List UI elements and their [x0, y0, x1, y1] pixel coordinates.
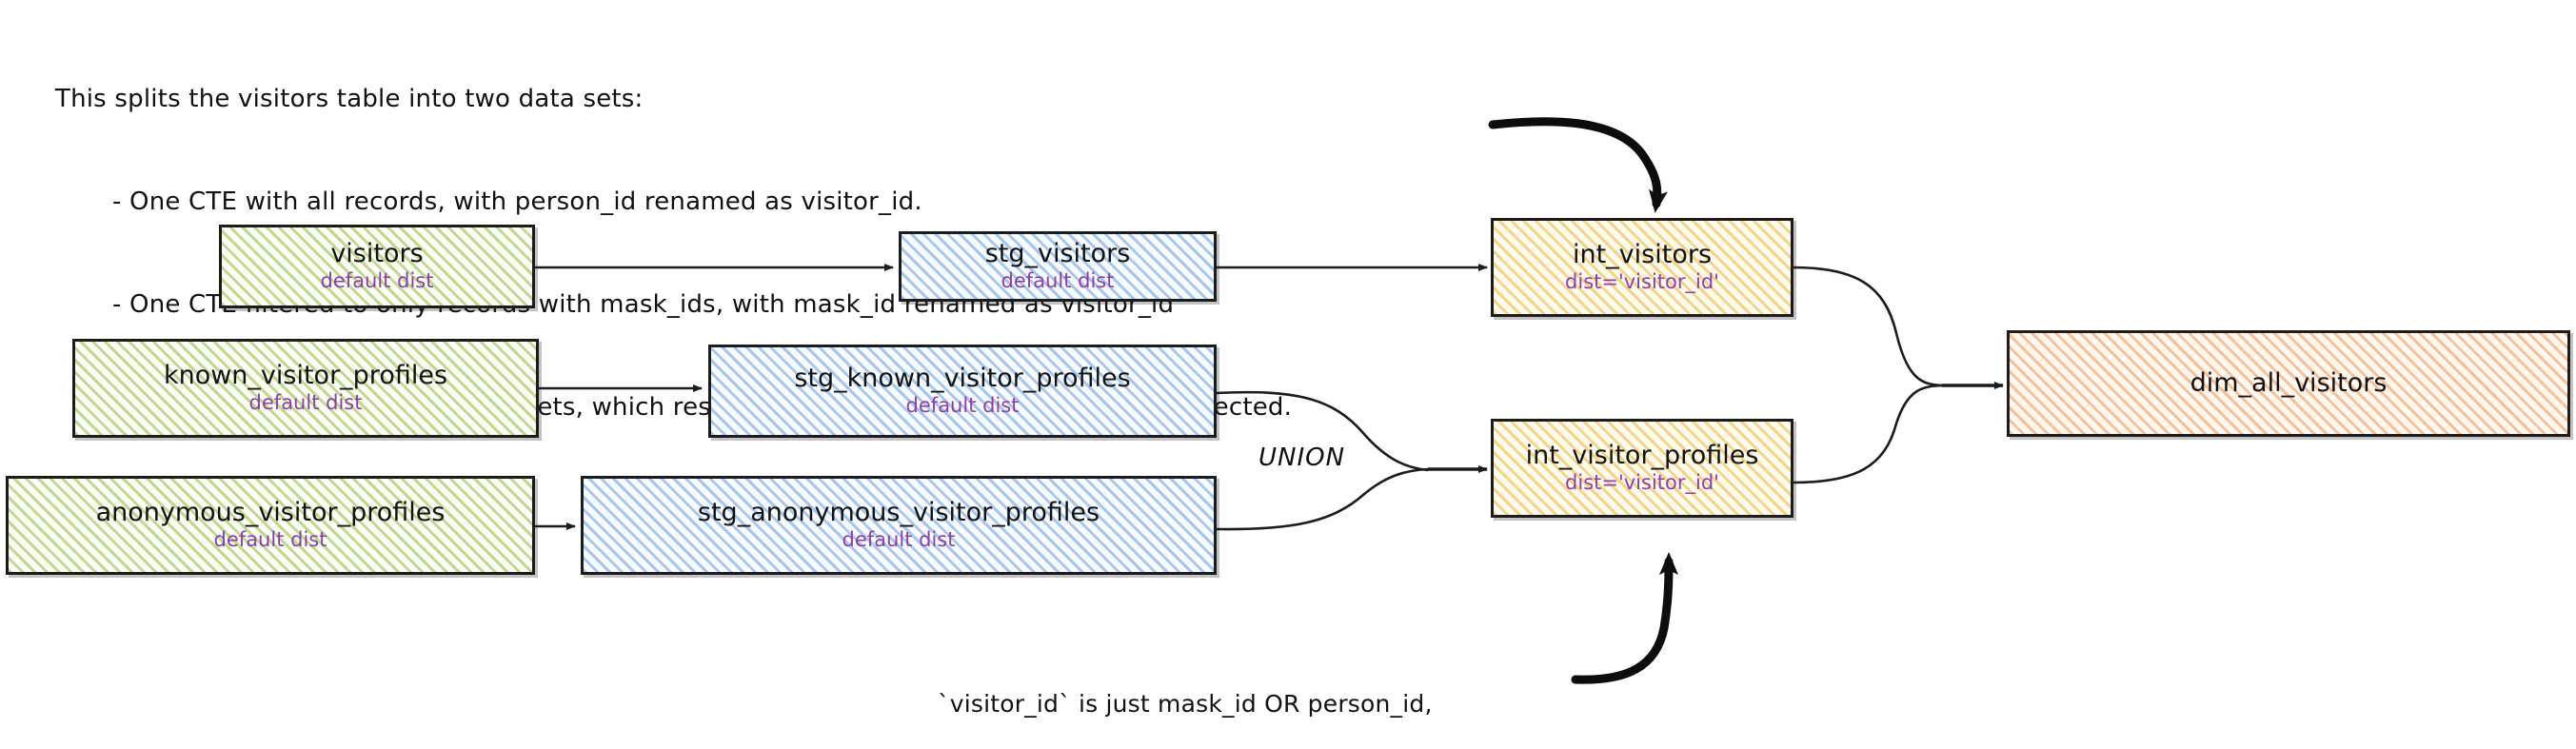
bottom-note-line-1: `visitor_id` is just mask_id OR person_i… [938, 690, 1433, 718]
node-stg-known-visitor-profiles-subtitle: default dist [905, 394, 1020, 418]
node-int-visitors-subtitle: dist='visitor_id' [1565, 270, 1719, 294]
node-stg-visitors[interactable]: stg_visitors default dist [899, 231, 1217, 302]
intro-note-heading: This splits the visitors table into two … [55, 85, 644, 113]
node-stg-visitors-title: stg_visitors [984, 238, 1131, 268]
intro-note-bullet-1: - One CTE with all records, with person_… [112, 187, 922, 216]
node-visitors-title: visitors [330, 238, 424, 268]
node-anonymous-visitor-profiles-subtitle: default dist [213, 528, 327, 552]
node-stg-known-visitor-profiles-title: stg_known_visitor_profiles [794, 363, 1131, 393]
node-stg-known-visitor-profiles[interactable]: stg_known_visitor_profiles default dist [708, 345, 1217, 438]
node-int-visitors[interactable]: int_visitors dist='visitor_id' [1491, 218, 1793, 317]
node-dim-all-visitors-title: dim_all_visitors [2190, 367, 2388, 398]
node-anonymous-visitor-profiles[interactable]: anonymous_visitor_profiles default dist [6, 476, 535, 575]
annotation-arrow-bottom [1571, 552, 1678, 684]
bottom-note: `visitor_id` is just mask_id OR person_i… [938, 623, 1497, 749]
node-int-visitor-profiles[interactable]: int_visitor_profiles dist='visitor_id' [1491, 419, 1793, 518]
node-int-visitors-title: int_visitors [1572, 239, 1713, 269]
node-stg-visitors-subtitle: default dist [1001, 269, 1115, 293]
node-visitors-subtitle: default dist [320, 269, 434, 293]
node-visitors[interactable]: visitors default dist [219, 225, 535, 308]
annotation-arrow-top [1488, 117, 1668, 213]
edge-int-visitors-to-dim [1793, 266, 1943, 387]
node-stg-anonymous-visitor-profiles-title: stg_anonymous_visitor_profiles [697, 497, 1100, 527]
node-stg-anonymous-visitor-profiles-subtitle: default dist [842, 528, 956, 552]
node-known-visitor-profiles-subtitle: default dist [248, 391, 363, 415]
edge-int-visitor-profiles-to-dim [1793, 384, 1943, 484]
node-stg-anonymous-visitor-profiles[interactable]: stg_anonymous_visitor_profiles default d… [581, 476, 1217, 575]
node-known-visitor-profiles[interactable]: known_visitor_profiles default dist [72, 339, 539, 438]
node-known-visitor-profiles-title: known_visitor_profiles [163, 360, 448, 390]
node-dim-all-visitors[interactable]: dim_all_visitors [2007, 330, 2570, 437]
edge-label-union: UNION [1258, 443, 1346, 472]
node-anonymous-visitor-profiles-title: anonymous_visitor_profiles [95, 497, 446, 527]
node-int-visitor-profiles-title: int_visitor_profiles [1525, 440, 1759, 470]
node-int-visitor-profiles-subtitle: dist='visitor_id' [1565, 471, 1719, 495]
